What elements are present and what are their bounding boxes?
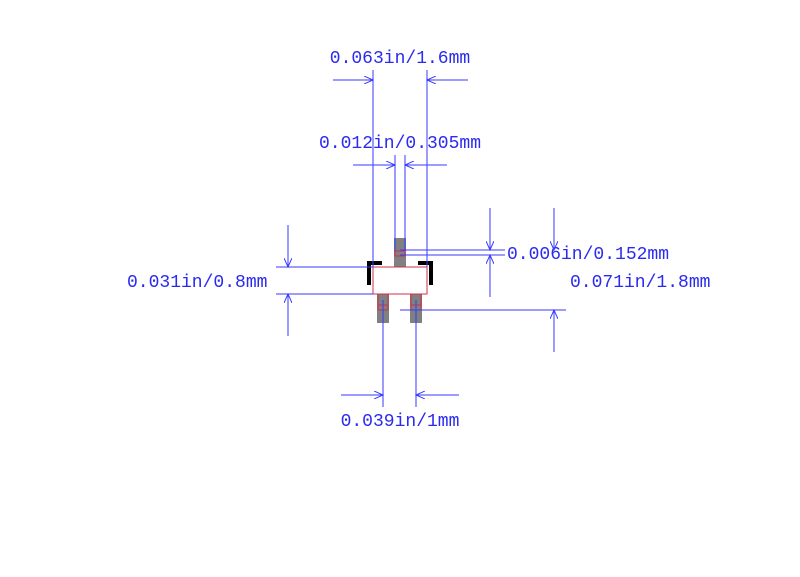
- dimension-overall-height: 0.071in/1.8mm: [400, 208, 710, 352]
- dimension-label: 0.006in/0.152mm: [507, 245, 669, 265]
- dimension-label: 0.012in/0.305mm: [319, 134, 481, 154]
- dimension-body-height: 0.031in/0.8mm: [127, 225, 373, 336]
- pads: [377, 238, 422, 323]
- package-body-outline: [372, 266, 428, 295]
- dimension-label: 0.039in/1mm: [341, 412, 460, 432]
- silkscreen: [367, 261, 433, 285]
- dimension-label: 0.071in/1.8mm: [570, 273, 710, 293]
- dimension-lead-width: 0.012in/0.305mm: [319, 134, 481, 251]
- dimension-label: 0.063in/1.6mm: [330, 49, 470, 69]
- dimension-pitch: 0.039in/1mm: [341, 300, 460, 432]
- dimension-package-width: 0.063in/1.6mm: [330, 49, 470, 267]
- pad-3: [394, 238, 406, 267]
- dimension-lead-offset: 0.006in/0.152mm: [400, 208, 669, 297]
- dimension-label: 0.031in/0.8mm: [127, 273, 267, 293]
